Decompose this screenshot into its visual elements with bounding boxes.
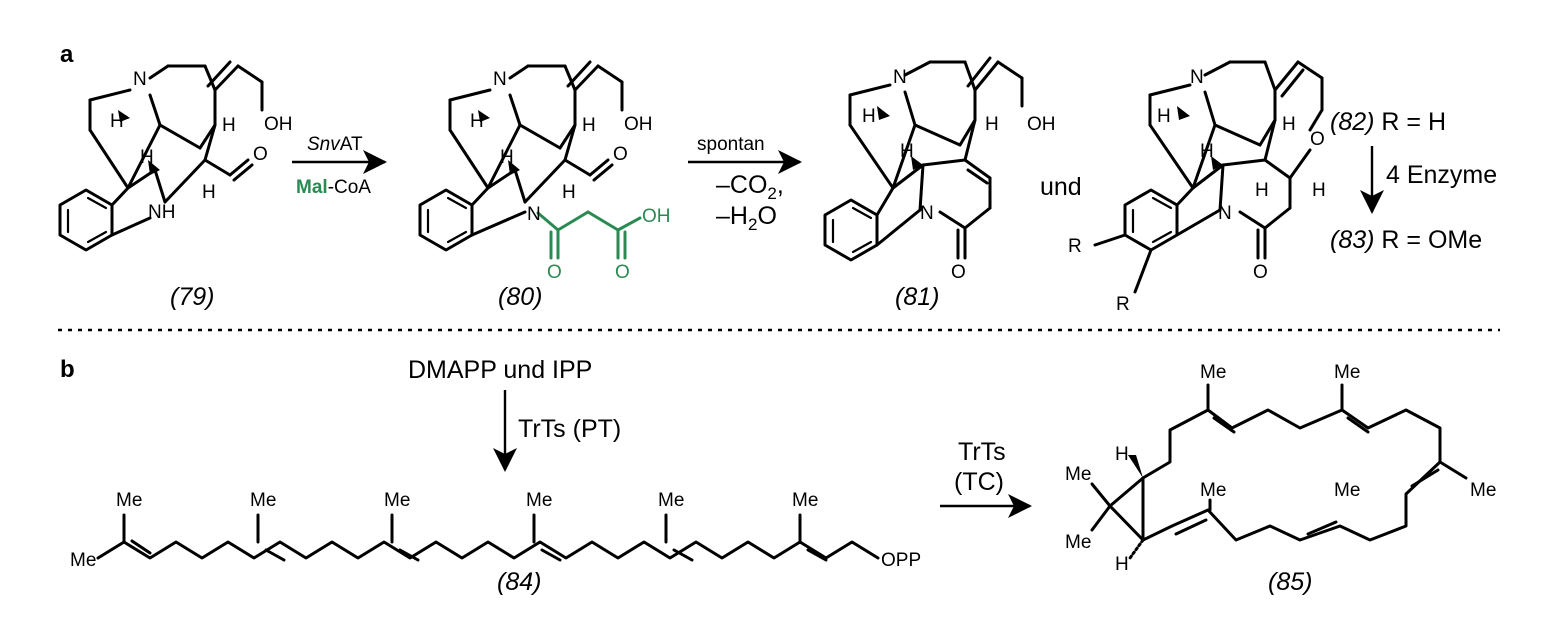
compound-label-84: (84) [497, 568, 541, 596]
reagent-co2: –CO2, [716, 171, 784, 203]
atom-oh2-80: OH [642, 206, 671, 227]
atom-n2-82: N [1218, 203, 1232, 224]
atom-n-79: N [133, 69, 147, 90]
atom-n-81: N [893, 67, 907, 88]
panel-label-b: b [60, 356, 75, 383]
me-84-5: Me [658, 490, 684, 511]
atom-nh-79: NH [148, 202, 175, 223]
compound-85-structure [1090, 383, 1468, 560]
me-85-4: Me [1200, 480, 1226, 501]
compound-label-85: (85) [1268, 568, 1312, 596]
atom-h-82b: H [1282, 114, 1296, 135]
h-85-2: H [1115, 554, 1129, 575]
atom-oh-80: OH [624, 114, 653, 135]
atom-h-79b: H [222, 115, 236, 136]
me-85-6: Me [1065, 464, 1091, 485]
atom-oh-81: OH [1027, 114, 1056, 135]
panel-label-a: a [60, 41, 74, 68]
label-4-enzymes: 4 Enzyme [1386, 161, 1497, 189]
atom-h-82d: H [1255, 180, 1269, 201]
reagent-snvat: SnvAT [307, 134, 363, 155]
atom-h-81b: H [985, 114, 999, 135]
compound-label-80: (80) [498, 283, 542, 311]
atom-o-81: O [951, 262, 966, 283]
atom-r2-82: R [1116, 294, 1130, 315]
atom-n-80: N [493, 69, 507, 90]
atom-o-80: O [613, 144, 628, 165]
me-84-6: Me [792, 490, 818, 511]
atom-n2-81: N [920, 203, 934, 224]
atom-o-79: O [253, 144, 268, 165]
atom-h-80c: H [500, 147, 514, 168]
compound-82-83-structure [1093, 60, 1324, 294]
label-trts: TrTs [958, 438, 1006, 466]
atom-o2-80: O [547, 262, 562, 283]
compound-81-structure [823, 56, 1024, 262]
atom-h-79c: H [140, 147, 154, 168]
atom-n2-80: N [527, 204, 541, 225]
atom-h-81c: H [900, 141, 914, 162]
compound-84-structure [96, 513, 880, 562]
atom-h-80d: H [562, 182, 576, 203]
compound-label-79: (79) [170, 283, 214, 311]
me-84-4: Me [526, 490, 552, 511]
atom-h-79a: H [110, 111, 124, 132]
atom-r1-82: R [1068, 236, 1082, 257]
atom-h-80a: H [470, 111, 484, 132]
compound-80-structure [418, 60, 642, 260]
und-text: und [1040, 173, 1082, 201]
me-85-2: Me [1334, 362, 1360, 383]
atom-h-80b: H [582, 115, 596, 136]
me-84-1: Me [116, 490, 142, 511]
me-85-3: Me [1470, 480, 1496, 501]
me-84-3: Me [384, 490, 410, 511]
compound-label-81: (81) [895, 283, 939, 311]
me-85-5: Me [1334, 480, 1360, 501]
me-84-0: Me [70, 550, 96, 571]
atom-n-82: N [1190, 67, 1204, 88]
atom-o-82: O [1310, 129, 1325, 150]
atom-h-82e: H [1312, 180, 1326, 201]
me-85-1: Me [1200, 362, 1226, 383]
reagent-h2o: –H2O [716, 202, 777, 234]
me-85-7: Me [1065, 532, 1091, 553]
atom-h-81a: H [862, 106, 876, 127]
atom-o2-82: O [1253, 262, 1268, 283]
h-85-1: H [1115, 444, 1129, 465]
reagent-spontan: spontan [697, 134, 765, 155]
compound-79-structure [58, 60, 264, 252]
atom-o3-80: O [615, 262, 630, 283]
atom-oh-79: OH [264, 114, 293, 135]
atom-h-82a: H [1157, 106, 1171, 127]
atom-h-82c: H [1200, 141, 1214, 162]
label-dmapp-ipp: DMAPP und IPP [408, 356, 592, 384]
me-84-2: Me [250, 490, 276, 511]
label-tc: (TC) [954, 468, 1004, 496]
reagent-malcoa: Mal-CoA [296, 177, 371, 198]
opp-84: OPP [881, 550, 921, 571]
label-trts-pt: TrTs (PT) [518, 415, 621, 443]
label-83: (83) R = OMe [1330, 226, 1482, 254]
atom-h-79d: H [202, 182, 216, 203]
label-82: (82) R = H [1330, 108, 1446, 136]
